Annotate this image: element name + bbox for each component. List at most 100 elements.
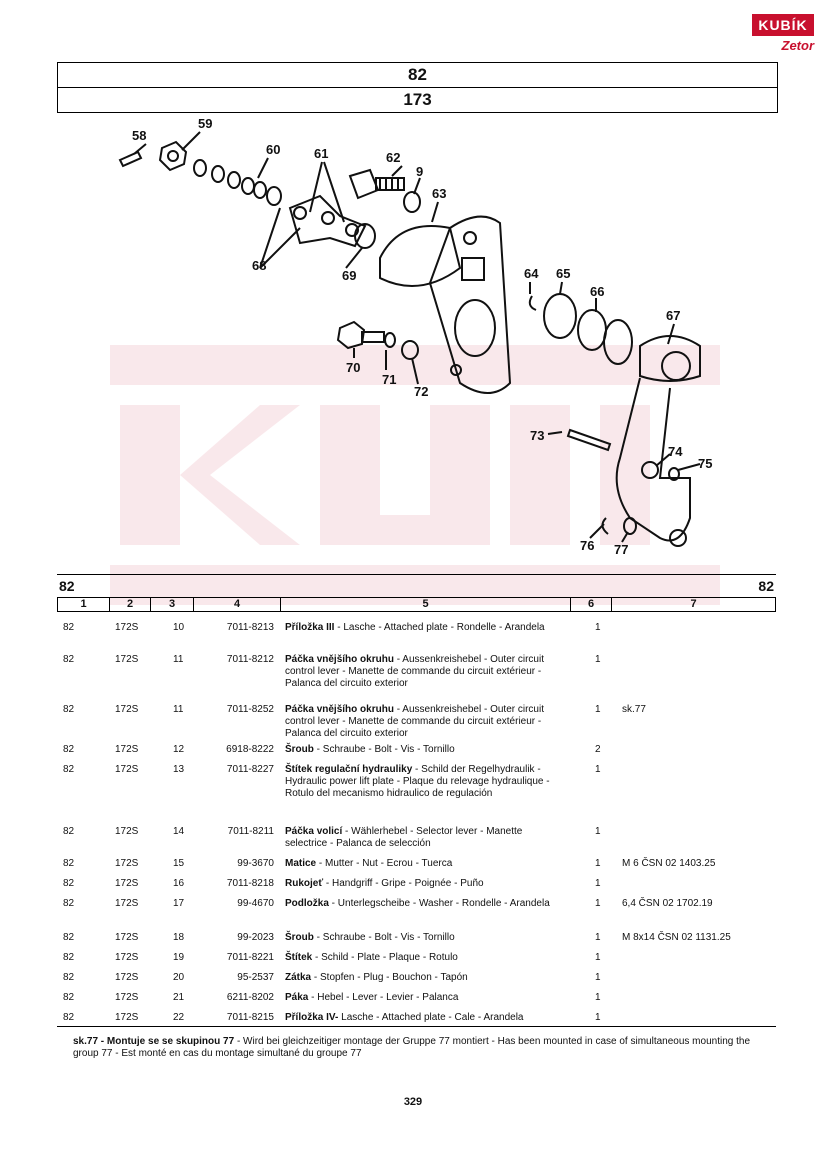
- part-name: Páčka volicí: [285, 826, 343, 837]
- callout-62: 62: [386, 150, 400, 165]
- cell-position: 11: [173, 704, 184, 715]
- cell-subgroup: 172S: [115, 898, 139, 909]
- callout-58: 58: [132, 128, 146, 143]
- cell-description: Matice - Mutter - Nut - Ecrou - Tuerca: [285, 858, 561, 870]
- cell-position: 13: [173, 764, 185, 775]
- cell-group: 82: [63, 972, 75, 983]
- cell-position: 12: [173, 744, 185, 755]
- cell-subgroup: 172S: [115, 1012, 139, 1023]
- cell-subgroup: 172S: [115, 952, 139, 963]
- part-name: Podložka: [285, 898, 329, 909]
- cell-note: sk.77: [622, 704, 646, 715]
- part-name: Matice: [285, 858, 317, 869]
- callout-67: 67: [666, 308, 680, 323]
- callout-64: 64: [524, 266, 539, 281]
- cell-part-number: 6918-8222: [226, 744, 274, 755]
- cell-group: 82: [63, 952, 75, 963]
- group-number: 82: [57, 62, 778, 88]
- cell-quantity: 1: [595, 858, 601, 869]
- cell-quantity: 1: [595, 972, 601, 983]
- cell-quantity: 1: [595, 932, 601, 943]
- part-name: Šroub: [285, 744, 314, 755]
- part-name: Příložka III: [285, 622, 335, 633]
- footnote-text: - Wird bei gleichzeitiger montage der Gr…: [73, 1036, 751, 1059]
- callout-73: 73: [530, 428, 544, 443]
- cell-description: Páčka vnějšího okruhu - Aussenkreishebel…: [285, 654, 561, 690]
- kubik-zetor-logo: KUBÍK Zetor: [752, 14, 814, 60]
- cell-part-number: 6211-8202: [226, 992, 274, 1003]
- cell-subgroup: 172S: [115, 878, 139, 889]
- part-translations: - Wählerhebel - Selector lever - Manette…: [285, 826, 523, 849]
- col-header-7: 7: [690, 598, 697, 610]
- cell-quantity: 1: [595, 826, 601, 837]
- cell-description: Páčka vnějšího okruhu - Aussenkreishebel…: [285, 704, 561, 740]
- cell-part-number: 95-2537: [237, 972, 274, 983]
- cell-subgroup: 172S: [115, 858, 139, 869]
- callout-72: 72: [414, 384, 428, 399]
- cell-subgroup: 172S: [115, 654, 139, 665]
- cell-description: Zátka - Stopfen - Plug - Bouchon - Tapón: [285, 972, 561, 984]
- col-header-1: 1: [58, 598, 110, 611]
- cell-subgroup: 172S: [115, 972, 139, 983]
- cell-part-number: 7011-8227: [226, 764, 274, 775]
- col-header-5: 5: [281, 598, 571, 611]
- cell-part-number: 7011-8215: [226, 1012, 274, 1023]
- cell-note: 6,4 ČSN 02 1702.19: [622, 898, 713, 909]
- cell-part-number: 7011-8221: [226, 952, 274, 963]
- callout-75: 75: [698, 456, 712, 471]
- callout-77: 77: [614, 542, 628, 557]
- cell-quantity: 1: [595, 992, 601, 1003]
- cell-group: 82: [63, 764, 75, 775]
- cell-position: 17: [173, 898, 185, 909]
- table-group-left: 82: [59, 578, 75, 594]
- cell-position: 15: [173, 858, 185, 869]
- cell-part-number: 99-4670: [237, 898, 274, 909]
- cell-part-number: 7011-8252: [226, 704, 274, 715]
- part-translations: - Aussenkreishebel - Outer circuit contr…: [285, 704, 544, 739]
- parts-table-header: 82 82 1 2 3 4 5 6 7: [57, 574, 776, 612]
- cell-position: 14: [173, 826, 185, 837]
- cell-subgroup: 172S: [115, 826, 139, 837]
- cell-description: Šroub - Schraube - Bolt - Vis - Tornillo: [285, 932, 561, 944]
- cell-quantity: 1: [595, 764, 601, 775]
- part-translations: - Schraube - Bolt - Vis - Tornillo: [313, 932, 455, 943]
- footnote: sk.77 - Montuje se se skupinou 77 - Wird…: [73, 1036, 773, 1060]
- callout-63: 63: [432, 186, 446, 201]
- part-name: Rukojeť: [285, 878, 324, 889]
- cell-group: 82: [63, 704, 75, 715]
- col-header-3: 3: [151, 598, 194, 611]
- cell-group: 82: [63, 878, 75, 889]
- cell-subgroup: 172S: [115, 764, 139, 775]
- cell-part-number: 7011-8212: [226, 654, 274, 665]
- part-translations: - Hebel - Lever - Levier - Palanca: [308, 992, 459, 1003]
- callout-61: 61: [314, 146, 328, 161]
- cell-group: 82: [63, 1012, 75, 1023]
- exploded-parts-diagram: 58 59 60 61 62 9 63 64 65 66 67 68 69 70…: [118, 118, 712, 557]
- part-translations: - Schraube - Bolt - Vis - Tornillo: [313, 744, 455, 755]
- part-translations: - Schild - Plate - Plaque - Rotulo: [312, 952, 458, 963]
- part-name: Příložka IV-: [285, 1012, 339, 1023]
- col-header-2: 2: [110, 598, 151, 611]
- part-name: Štítek: [285, 952, 313, 963]
- part-translations: - Lasche - Attached plate - Rondelle - A…: [334, 622, 545, 633]
- callout-68: 68: [252, 258, 266, 273]
- cell-position: 19: [173, 952, 185, 963]
- callout-66: 66: [590, 284, 604, 299]
- cell-description: Štítek - Schild - Plate - Plaque - Rotul…: [285, 952, 561, 964]
- cell-part-number: 7011-8213: [226, 622, 274, 633]
- part-translations: - Stopfen - Plug - Bouchon - Tapón: [311, 972, 468, 983]
- col-header-4: 4: [194, 598, 281, 611]
- part-translations: - Handgriff - Gripe - Poignée - Puño: [323, 878, 484, 889]
- cell-note: M 6 ČSN 02 1403.25: [622, 858, 716, 869]
- page-number: 329: [403, 1096, 423, 1108]
- cell-quantity: 1: [595, 622, 601, 633]
- table-group-right: 82: [758, 578, 774, 594]
- cell-quantity: 1: [595, 704, 601, 715]
- cell-subgroup: 172S: [115, 744, 139, 755]
- cell-quantity: 1: [595, 898, 601, 909]
- footnote-bold: sk.77 - Montuje se se skupinou 77: [73, 1036, 235, 1047]
- col-header-6: 6: [571, 598, 612, 611]
- part-name: Páčka vnějšího okruhu: [285, 654, 394, 665]
- cell-group: 82: [63, 654, 75, 665]
- callout-60: 60: [266, 142, 280, 157]
